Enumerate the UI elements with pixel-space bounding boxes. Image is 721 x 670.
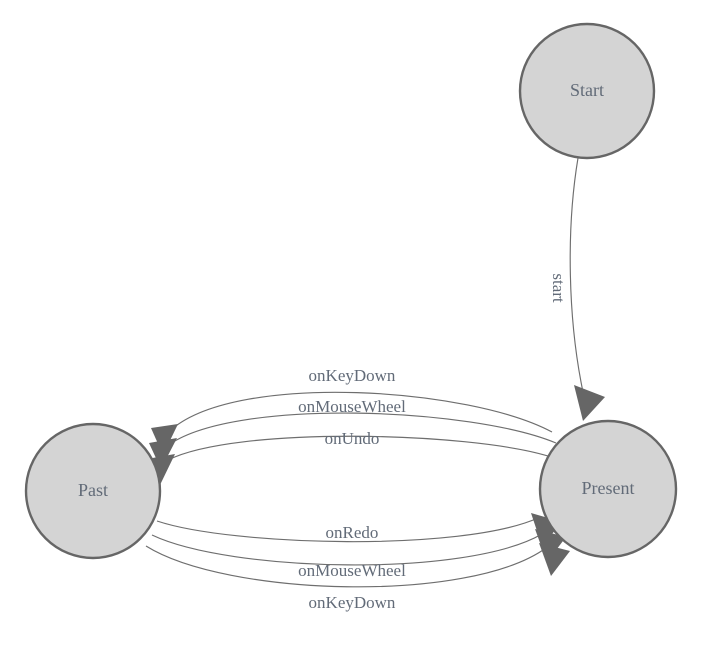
edge-start-to-present[interactable]: start	[549, 157, 605, 421]
edge-label-past-to-present-onredo: onRedo	[326, 523, 379, 542]
edge-label-start: start	[549, 273, 568, 303]
node-past[interactable]: Past	[24, 422, 162, 560]
edge-present-to-past-onkeydown-path	[171, 391, 553, 433]
node-present-circle	[538, 419, 678, 559]
edge-label-past-to-present-onkeydown: onKeyDown	[309, 593, 396, 612]
edge-label-past-to-present-onmousewheel: onMouseWheel	[298, 561, 406, 580]
arrowhead-start-to-present	[574, 385, 605, 421]
edge-past-to-present-onkeydown-path	[145, 545, 547, 588]
node-start-label: Start	[570, 80, 604, 100]
edge-present-to-past-onundo-path	[167, 435, 549, 461]
edge-present-to-past-onkeydown[interactable]: onKeyDown	[151, 366, 553, 455]
node-present[interactable]: Present	[538, 419, 678, 559]
edge-past-to-present-onkeydown[interactable]: onKeyDown	[145, 543, 570, 612]
node-start[interactable]: Start	[518, 22, 656, 160]
node-past-circle	[24, 422, 162, 560]
edge-past-to-present-onredo-path	[156, 517, 539, 543]
node-start-circle	[518, 22, 656, 160]
edge-present-to-past-onmousewheel[interactable]: onMouseWheel	[149, 397, 557, 469]
edge-past-to-present-onmousewheel[interactable]: onMouseWheel	[151, 529, 566, 580]
edge-label-present-to-past-onmousewheel: onMouseWheel	[298, 397, 406, 416]
node-past-label: Past	[78, 480, 108, 500]
edge-label-present-to-past-onundo: onUndo	[325, 429, 380, 448]
edge-present-to-past-onundo[interactable]: onUndo	[147, 429, 549, 485]
node-present-label: Present	[582, 478, 635, 498]
edge-label-present-to-past-onkeydown: onKeyDown	[309, 366, 396, 385]
arrowhead-past-to-present-onmousewheel	[535, 529, 566, 562]
edge-past-to-present-onmousewheel-path	[151, 533, 543, 566]
arrowhead-present-to-past-onmousewheel	[149, 438, 177, 469]
edge-start-to-present-path	[569, 157, 584, 393]
edge-past-to-present-onredo[interactable]: onRedo	[156, 513, 562, 546]
arrowhead-past-to-present-onkeydown	[539, 543, 570, 576]
edge-present-to-past-onmousewheel-path	[169, 412, 557, 445]
arrowhead-present-to-past-onkeydown	[151, 424, 178, 455]
